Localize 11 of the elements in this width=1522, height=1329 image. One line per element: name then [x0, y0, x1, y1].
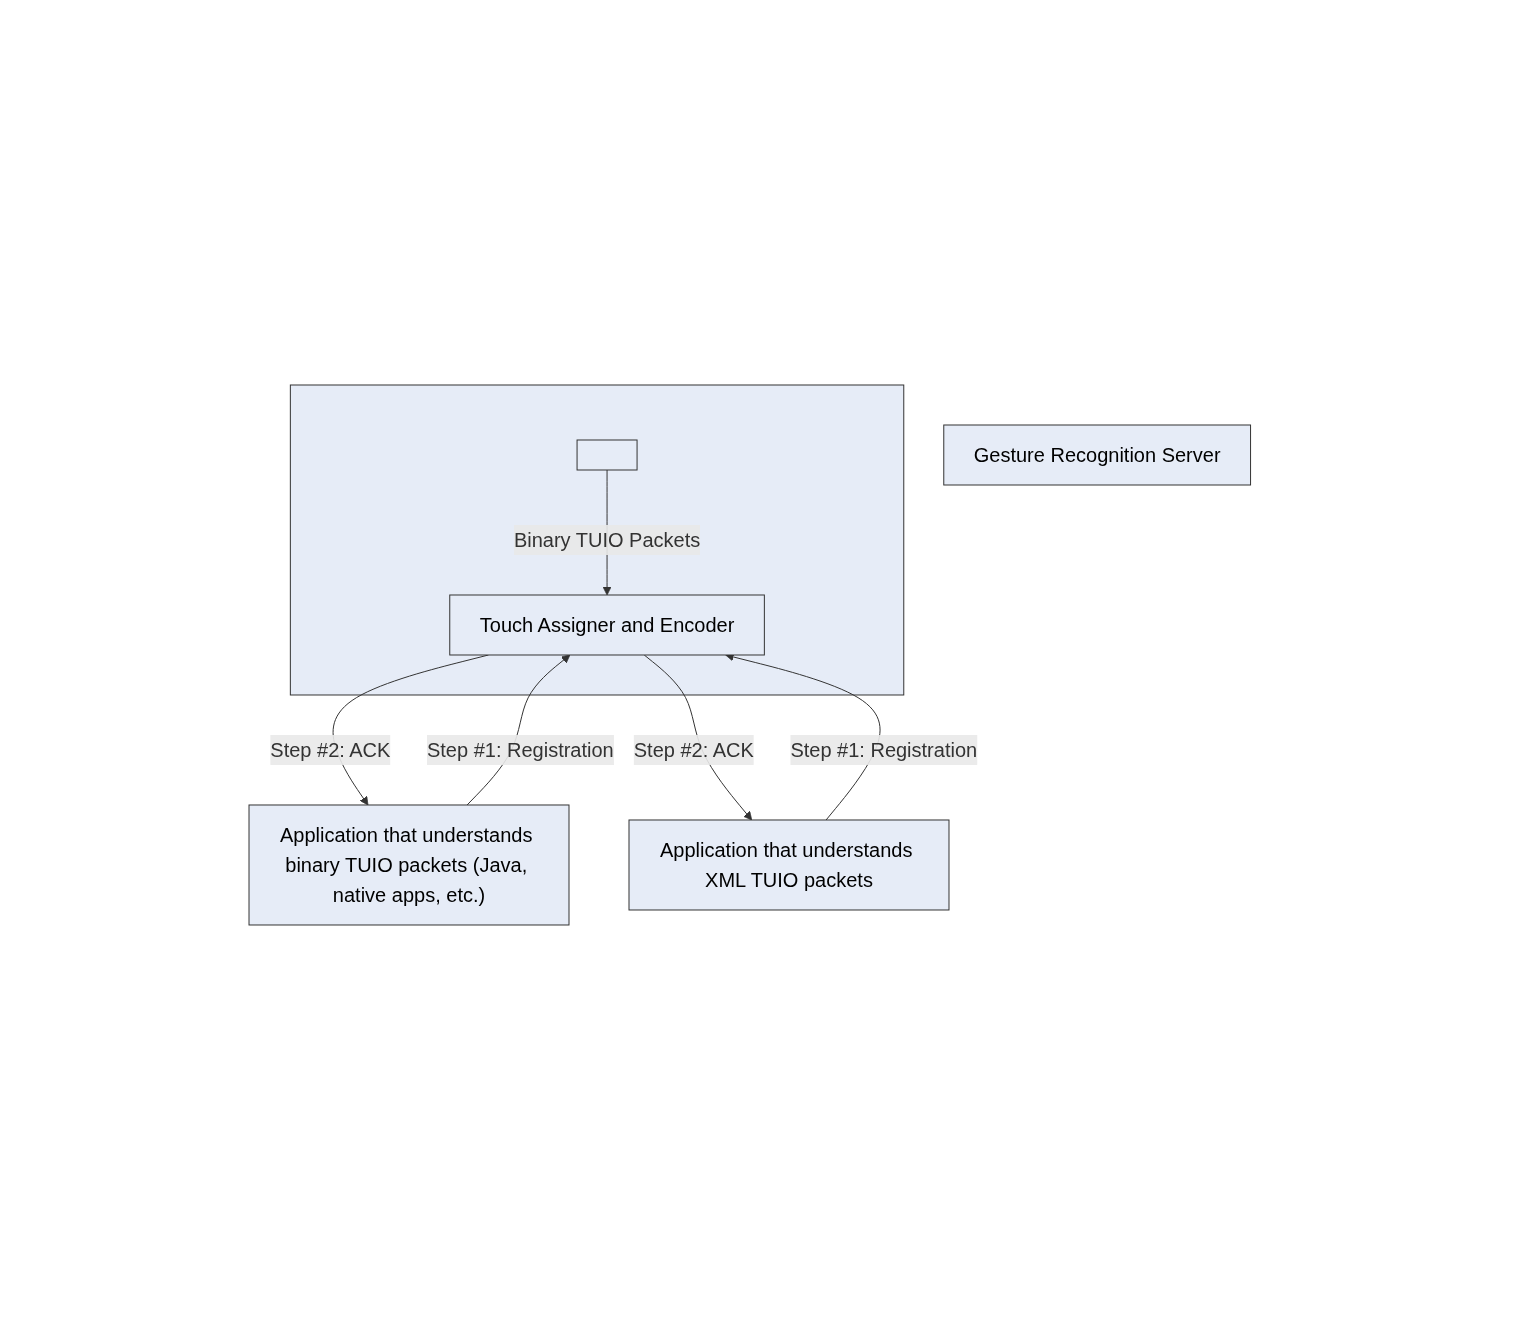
- node-box: Application that understands binary TUIO packets (Java, native apps, etc.): [248, 804, 570, 926]
- edge-label: Step #1: Registration: [790, 738, 978, 761]
- node-box: Touch Assigner and Encoder: [449, 594, 766, 656]
- edge-label: Step #1: Registration: [427, 738, 614, 761]
- node-box: Application that understands XML TUIO packets: [628, 819, 950, 911]
- node-box: [576, 439, 638, 471]
- node-box: Gesture Recognition Server: [943, 424, 1252, 486]
- edge-label: Step #2: ACK: [270, 738, 391, 761]
- edge-label: Binary TUIO Packets: [514, 529, 701, 551]
- edge-label: Step #2: ACK: [633, 738, 755, 761]
- cluster: [290, 384, 905, 696]
